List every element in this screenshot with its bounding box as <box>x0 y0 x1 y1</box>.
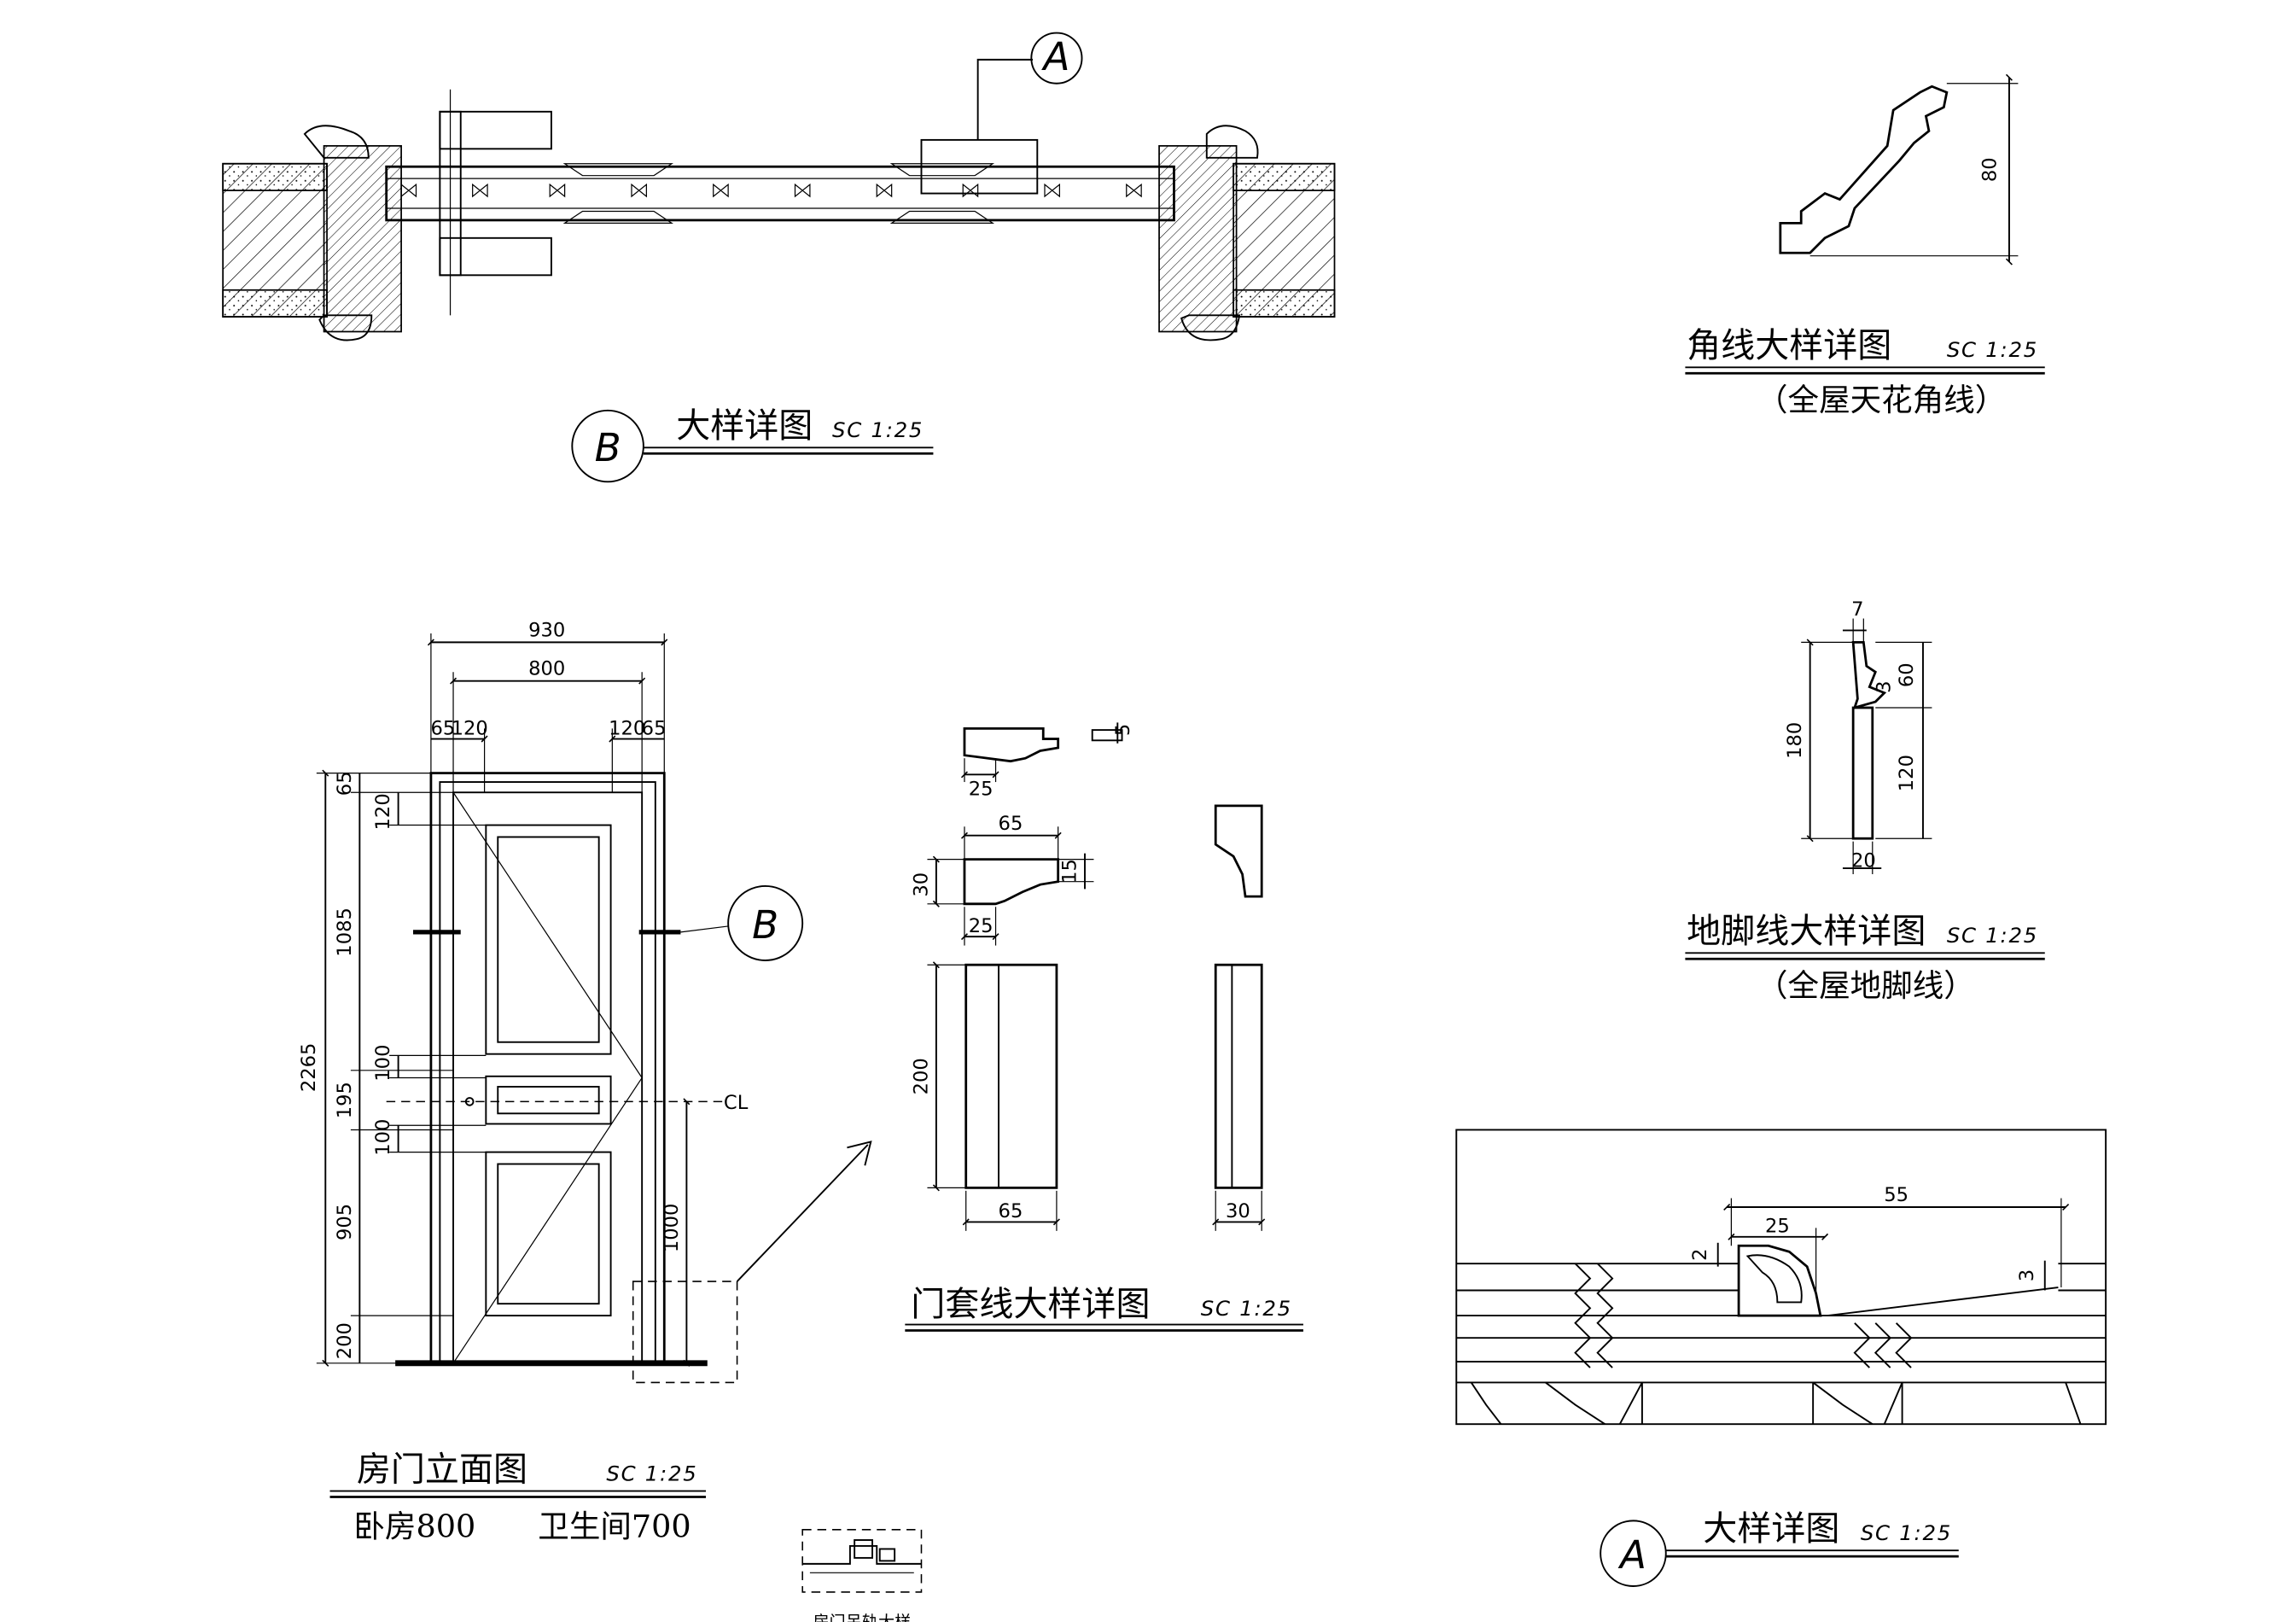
detail-a-dim-55: 55 <box>1884 1184 1908 1206</box>
title-door-elevation: 房门立面图 SC 1:25 卧房800 卫生间700 <box>329 1450 707 1545</box>
casing-side-view: 30 <box>1212 963 1266 1231</box>
detail-b-tag: B <box>595 425 621 470</box>
casing-dim-5: 5 <box>1112 724 1134 736</box>
casing-dim-30: 30 <box>910 872 932 897</box>
callout-a-label: A <box>1040 34 1069 79</box>
detail-b-scale: SC 1:25 <box>832 417 924 442</box>
skirt-dim-180: 180 <box>1784 722 1806 759</box>
casing-side-profile <box>1214 804 1263 898</box>
door-note-bedroom: 卧房800 <box>353 1508 475 1545</box>
casing-dim-25-bottom: 25 <box>969 915 994 937</box>
skirt-title: 地脚线大样详图 <box>1687 912 1926 951</box>
dim-top-65: 65 <box>334 771 356 796</box>
door-centerline-label: CL <box>724 1092 749 1114</box>
casing-front-view: 200 65 <box>910 961 1060 1231</box>
skirt-dim-120: 120 <box>1896 755 1918 791</box>
title-skirting: 地脚线大样详图 SC 1:25 （全屋地脚线） <box>1685 912 2045 1004</box>
dim-1000: 1000 <box>661 1204 683 1253</box>
skirt-dim-60: 60 <box>1896 662 1918 687</box>
title-casing-detail: 门套线大样详图 SC 1:25 <box>905 1285 1303 1332</box>
door-section-tag: B <box>727 884 804 961</box>
dim-905: 905 <box>334 1204 356 1240</box>
door-title: 房门立面图 <box>357 1450 527 1489</box>
detail-a-section: 55 25 2 3 <box>1455 1129 2107 1426</box>
crown-note: （全屋天花角线） <box>1757 382 2006 418</box>
dim-800: 800 <box>528 658 565 680</box>
casing-title: 门套线大样详图 <box>911 1285 1150 1324</box>
dim-100-lower: 100 <box>372 1119 394 1156</box>
detail-a-dim-2: 2 <box>1689 1249 1711 1261</box>
crown-molding-profile: 80 <box>1779 73 2019 265</box>
dim-left-120: 120 <box>452 717 488 739</box>
dim-right-120: 120 <box>609 717 645 739</box>
title-detail-a: A 大样详图 SC 1:25 <box>1600 1509 1959 1587</box>
dim-930: 930 <box>528 619 565 641</box>
skirt-dim-7: 7 <box>1851 598 1863 621</box>
door-vertical-dims: 2265 65 1085 195 905 200 120 100 100 100… <box>298 769 691 1367</box>
skirting-profile: 180 7 60 120 3 20 <box>1784 598 1932 874</box>
crown-scale: SC 1:25 <box>1947 337 2038 362</box>
dim-top-120: 120 <box>372 793 394 830</box>
detail-a-dim-3: 3 <box>2016 1269 2038 1281</box>
casing-dim-25-top: 25 <box>969 779 994 801</box>
skirt-scale: SC 1:25 <box>1947 923 2038 948</box>
detail-b-plan-section <box>222 58 1336 341</box>
crown-dim-80: 80 <box>1978 157 2001 182</box>
callout-a-bubble: A <box>1030 32 1083 85</box>
title-crown-molding: 角线大样详图 SC 1:25 （全屋天花角线） <box>1685 326 2045 418</box>
casing-dim-200: 200 <box>910 1058 932 1094</box>
skirt-dim-3: 3 <box>1874 680 1896 692</box>
skirt-note: （全屋地脚线） <box>1757 967 1975 1004</box>
detail-a-scale: SC 1:25 <box>1861 1520 1952 1545</box>
door-elevation <box>386 772 872 1384</box>
door-section-label: B <box>752 902 778 948</box>
detail-a-title: 大样详图 <box>1703 1509 1839 1549</box>
door-scale: SC 1:25 <box>606 1461 697 1485</box>
skirt-dim-20: 20 <box>1851 849 1876 872</box>
casing-section-profile: 65 30 15 25 <box>910 813 1094 946</box>
casing-scale: SC 1:25 <box>1201 1296 1292 1321</box>
dim-2265: 2265 <box>298 1043 320 1093</box>
casing-dim-65-bottom: 65 <box>999 1200 1023 1222</box>
detail-b-title: 大样详图 <box>676 406 813 446</box>
door-note-bathroom: 卫生间700 <box>538 1508 691 1545</box>
dim-1085: 1085 <box>334 907 356 957</box>
dim-100-upper: 100 <box>372 1045 394 1082</box>
casing-dim-15: 15 <box>1059 859 1081 884</box>
dim-195: 195 <box>334 1082 356 1118</box>
rail-caption: 房门吊轨大样 <box>813 1613 911 1622</box>
casing-dim-65-top: 65 <box>999 813 1023 835</box>
detail-a-tag: A <box>1617 1532 1646 1578</box>
crown-title: 角线大样详图 <box>1687 326 1891 365</box>
casing-dim-30-side: 30 <box>1226 1200 1250 1222</box>
rail-detail: 房门吊轨大样 <box>801 1529 923 1622</box>
casing-top-profile: 25 5 <box>960 722 1134 801</box>
detail-a-dim-25: 25 <box>1765 1216 1790 1238</box>
door-horizontal-dims: 930 800 65 120 120 65 <box>427 619 668 793</box>
title-detail-b: B 大样详图 SC 1:25 <box>571 406 934 483</box>
dim-200: 200 <box>334 1322 356 1359</box>
leaf-bowties <box>400 183 1142 198</box>
dim-left-65: 65 <box>430 717 455 739</box>
dim-right-65: 65 <box>642 717 667 739</box>
